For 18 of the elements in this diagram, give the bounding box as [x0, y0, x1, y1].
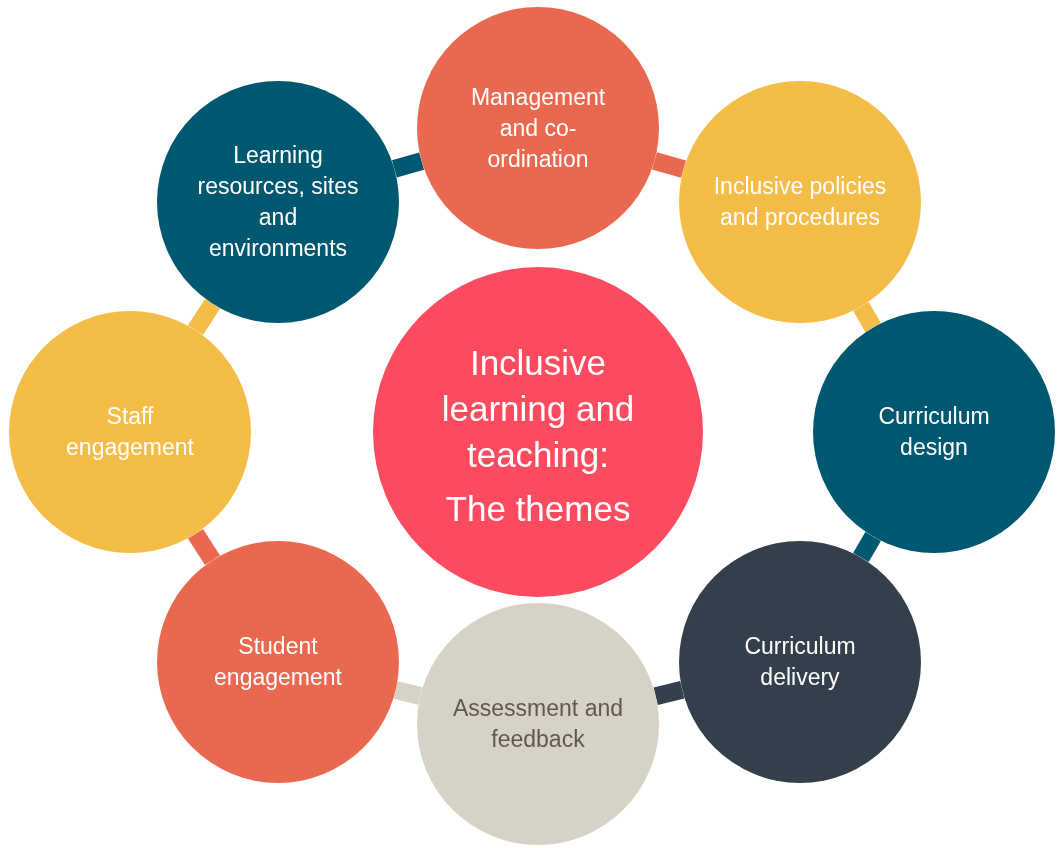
connector-bar	[652, 152, 686, 178]
theme-label: Curriculum design	[877, 402, 991, 462]
theme-label: Inclusive policies and procedures	[712, 172, 888, 232]
connector-bar	[393, 681, 423, 705]
central-subtitle: The themes	[445, 488, 631, 530]
theme-label: Curriculum delivery	[743, 632, 857, 692]
connector-bar	[853, 532, 881, 562]
theme-label: Learning resources, sites and environments	[196, 141, 360, 263]
theme-label: Student engagement	[213, 632, 343, 692]
central-title: Inclusive learning and teaching:	[440, 342, 636, 476]
theme-label: Assessment and feedback	[452, 694, 624, 754]
theme-label: Management and co-ordination	[469, 82, 607, 174]
connector-bar	[187, 528, 221, 566]
connector-bar	[853, 302, 881, 332]
connector-bar	[653, 681, 685, 705]
connector-bar	[187, 298, 221, 336]
connector-bar	[391, 152, 425, 178]
theme-label: Staff engagement	[65, 402, 195, 462]
